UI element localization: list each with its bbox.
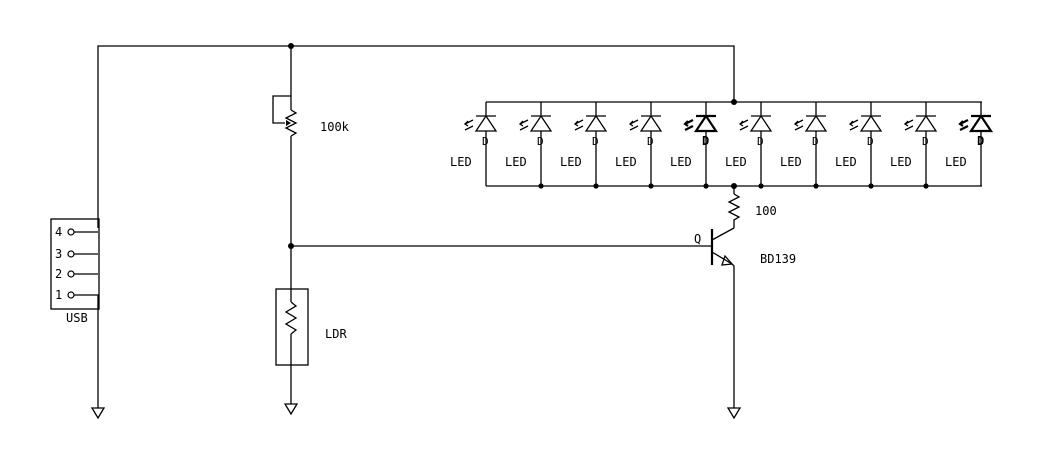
- junction-dot: [923, 183, 929, 189]
- light-arrows-icon: [793, 119, 804, 131]
- led-ref-label: D: [812, 135, 819, 148]
- led-1: D LED: [450, 102, 498, 186]
- ldr-component: LDR: [275, 246, 347, 404]
- led-label: LED: [450, 155, 472, 169]
- emitter-arrow-icon: [721, 254, 734, 266]
- led-8: D LED: [835, 102, 883, 189]
- usb-pin-3-label: 3: [55, 247, 62, 261]
- led-ref-label: D: [702, 134, 709, 148]
- potentiometer-label: 100k: [320, 120, 350, 134]
- light-arrows-icon: [903, 119, 914, 131]
- junction-dot: [593, 183, 599, 189]
- led-ref-label: D: [592, 135, 599, 148]
- led-label: LED: [835, 155, 857, 169]
- ground-ldr-icon: [283, 403, 299, 416]
- led-label: LED: [890, 155, 912, 169]
- ldr-label: LDR: [325, 327, 347, 341]
- led-7: D LED: [780, 102, 828, 189]
- led-5: D LED: [670, 102, 719, 189]
- potentiometer-100k: 100k: [272, 46, 350, 246]
- led-label: LED: [615, 155, 637, 169]
- led-4: D LED: [615, 102, 663, 189]
- junction-dot: [648, 183, 654, 189]
- led-label: LED: [560, 155, 582, 169]
- usb-pin-1-label: 1: [55, 288, 62, 302]
- led-ref-label: D: [647, 135, 654, 148]
- light-arrows-icon: [573, 119, 584, 131]
- usb-label: USB: [66, 311, 88, 325]
- led-ref-label: D: [482, 135, 489, 148]
- led-label: LED: [670, 155, 692, 169]
- transistor-model-label: BD139: [760, 252, 796, 266]
- usb-pin-4-label: 4: [55, 225, 62, 239]
- led-10: D LED: [945, 102, 994, 186]
- light-arrows-icon: [683, 119, 694, 131]
- transistor-ref-label: Q: [694, 232, 701, 246]
- led-label: LED: [725, 155, 747, 169]
- junction-dot: [731, 183, 737, 189]
- junction-dot: [731, 99, 737, 105]
- led-label: LED: [505, 155, 527, 169]
- usb-connector: 4 3 2 1 USB: [50, 218, 100, 408]
- usb-pin-2-label: 2: [55, 267, 62, 281]
- junction-dot: [813, 183, 819, 189]
- light-arrows-icon: [463, 119, 474, 131]
- led-9: D LED: [890, 102, 938, 189]
- ground-emitter-icon: [726, 407, 742, 420]
- led-bank: D LED D LED D LED D LED D LED D LED D LED D LED D LED D LED: [450, 99, 994, 189]
- resistor-label: 100: [755, 204, 777, 218]
- base-wire: [288, 243, 712, 249]
- led-3: D LED: [560, 102, 608, 189]
- led-ref-label: D: [537, 135, 544, 148]
- supply-rail: [97, 43, 735, 228]
- usb-pin-1: [67, 291, 75, 299]
- led-ref-label: D: [867, 135, 874, 148]
- led-label: LED: [945, 155, 967, 169]
- junction-dot: [868, 183, 874, 189]
- led-ref-label: D: [977, 134, 984, 148]
- light-arrows-icon: [518, 119, 529, 131]
- light-arrows-icon: [738, 119, 749, 131]
- usb-pin-3: [67, 250, 75, 258]
- light-arrows-icon: [958, 119, 969, 131]
- led-ref-label: D: [757, 135, 764, 148]
- transistor-bd139: Q BD139: [694, 222, 796, 408]
- usb-pin-4: [67, 228, 75, 236]
- led-6: D LED: [725, 102, 773, 189]
- led-ref-label: D: [922, 135, 929, 148]
- led-label: LED: [780, 155, 802, 169]
- resistor-100: 100: [727, 186, 777, 222]
- ground-usb-icon: [90, 407, 106, 420]
- led-2: D LED: [505, 102, 553, 189]
- junction-dot: [703, 183, 709, 189]
- light-arrows-icon: [628, 119, 639, 131]
- light-arrows-icon: [848, 119, 859, 131]
- junction-dot: [538, 183, 544, 189]
- usb-pin-2: [67, 270, 75, 278]
- junction-dot: [758, 183, 764, 189]
